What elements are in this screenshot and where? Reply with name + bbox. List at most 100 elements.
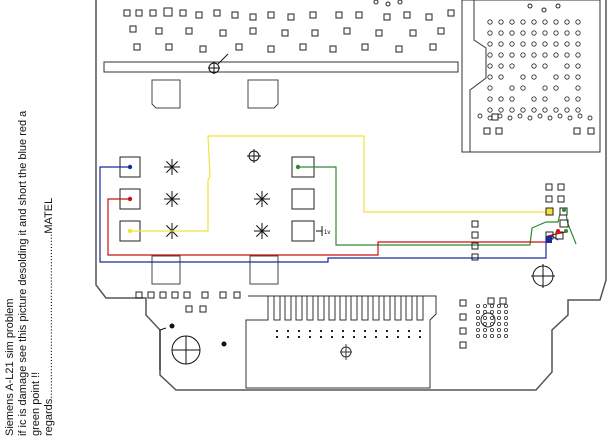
bga-dot [542,107,548,113]
connector-dot [353,336,355,338]
bga-dot [564,41,570,47]
top-pads [123,0,561,53]
connector-pin [416,295,424,321]
bga-dot [498,107,504,113]
bga-dot [564,30,570,36]
bga-dot [553,30,559,36]
pad-dot [482,327,487,332]
pad-dot [482,321,487,326]
connector-dot [375,336,377,338]
bga-dot [567,115,573,121]
connector-pin [372,295,380,321]
note-line-4: regards.................................… [43,197,55,436]
repair-note: Siemens A-L21 sim problem if ic is damag… [4,0,84,436]
sim-pads [119,156,315,242]
bga-dot [517,113,523,119]
pad-dot [489,303,494,308]
bottom-right-dot-grid [475,303,508,338]
bga-dot [509,52,515,58]
connector-dot [276,336,278,338]
pad-dot [496,309,501,314]
bga-dot [553,85,559,91]
bga-dot [553,19,559,25]
connector-pin [339,295,347,321]
bga-dot [575,19,581,25]
bga-dot [509,85,515,91]
pad-dot [503,327,508,332]
bga-dot [575,30,581,36]
bga-dot [509,41,515,47]
pad-dot [489,315,494,320]
pad-dot [503,333,508,338]
connector-dot [320,330,322,332]
pad-dot [482,309,487,314]
bga-dot [542,96,548,102]
bga-dot [487,96,493,102]
bga-dot [575,96,581,102]
connector-dot [408,336,410,338]
bga-dot [507,115,513,121]
connector-dot [364,330,366,332]
bga-dot [587,115,593,121]
bga-dot [547,115,553,121]
pad-dot [496,327,501,332]
pad-dot [503,315,508,320]
pad-dot [475,303,480,308]
bga-dot [564,96,570,102]
bga-dot [575,74,581,80]
bga-dot [498,63,504,69]
connector-pin [295,295,303,321]
bga-dot [564,107,570,113]
connector-pin [394,295,402,321]
pad-dot [489,321,494,326]
bga-dot [531,19,537,25]
connector-pin [383,295,391,321]
bga-dot [553,107,559,113]
bga-dot [553,41,559,47]
bga-dot [509,30,515,36]
connector-dot [298,330,300,332]
connector-dot [309,336,311,338]
bga-dot [487,63,493,69]
large-pads [151,79,279,285]
asterisk-pad-icon [254,223,270,239]
bga-dot [575,52,581,58]
connector-dot [375,330,377,332]
connector-pin [317,295,325,321]
note-line-1: Siemens A-L21 sim problem [4,298,16,436]
note-line-2: if ic is damage see this picture desoldi… [17,110,29,436]
bga-dot [509,96,515,102]
bga-dot [520,30,526,36]
bga-dot [531,52,537,58]
connector-dot [331,330,333,332]
bga-dot [527,115,533,121]
bga-dot [477,113,483,119]
bottom-left-component [159,323,227,370]
connector-dot [353,330,355,332]
bga-dot [531,63,537,69]
bga-dot [520,74,526,80]
pad-dot [475,327,480,332]
bga-dot [498,30,504,36]
pad-dot [475,315,480,320]
bga-dot [487,74,493,80]
green-wire [298,166,577,246]
connector-pin [405,295,413,321]
pad-dot [475,333,480,338]
pad-dot [482,333,487,338]
bga-dot [542,19,548,25]
bga-dot [520,41,526,47]
crosshair-circle-icon [531,264,555,288]
bga-dot [577,113,583,119]
connector-dot [364,336,366,338]
bga-dot [575,41,581,47]
connector-dot [342,336,344,338]
asterisk-pad-icon [164,191,180,207]
bga-dot [509,107,515,113]
connector-dot [419,336,421,338]
ground-symbol [316,226,323,236]
bga-dot [487,30,493,36]
connector-dot [276,330,278,332]
connector-pin [273,295,281,321]
bga-dot [564,63,570,69]
